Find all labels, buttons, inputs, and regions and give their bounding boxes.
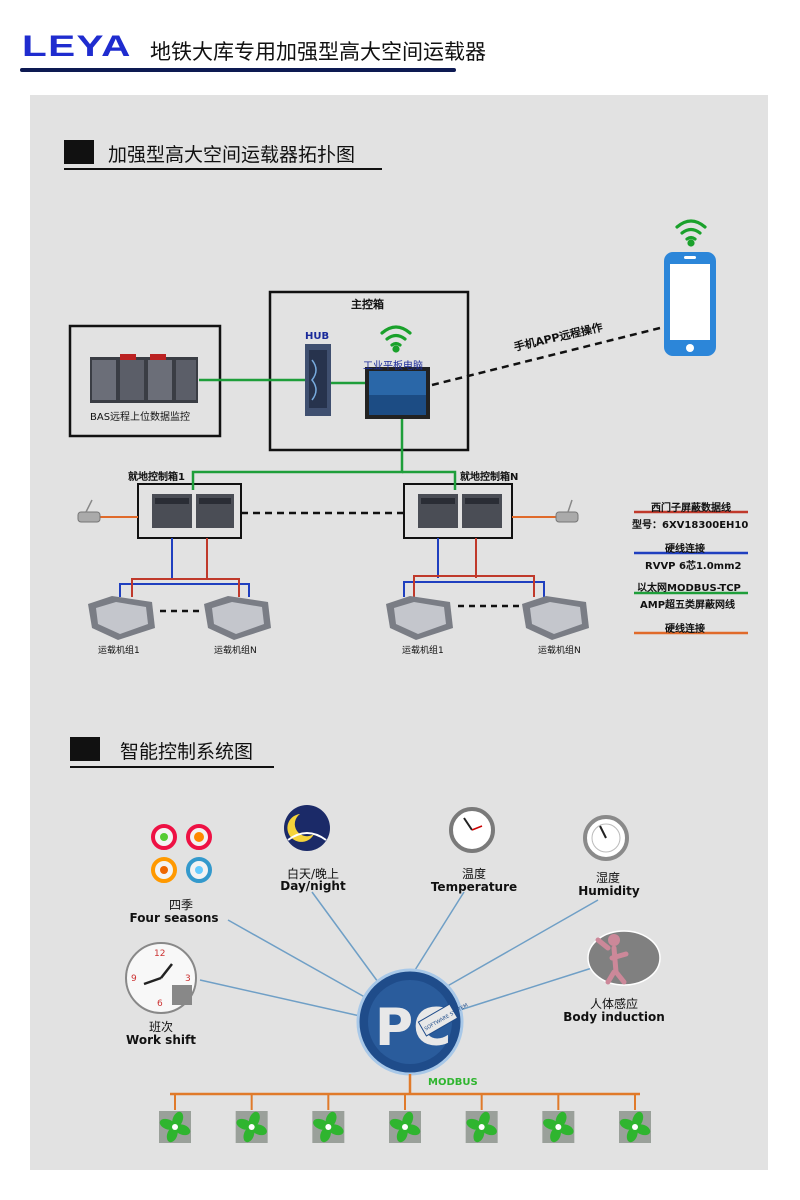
unit-wiring <box>119 538 545 597</box>
hub-label: HUB <box>305 331 330 342</box>
legend-item-sub: 型号：6XV18300EH10 <box>632 520 749 531</box>
local-box-n <box>403 483 513 539</box>
fan-icon <box>619 1111 651 1143</box>
conveyor-unit-icon <box>88 596 589 640</box>
section-marker <box>64 140 94 164</box>
work-shift-label-en: Work shift <box>126 1033 196 1047</box>
temperature-label-cn: 温度 <box>461 867 487 881</box>
work-shift-label-cn: 班次 <box>148 1020 174 1034</box>
svg-text:6: 6 <box>157 999 163 1009</box>
fan-icon <box>465 1111 498 1143</box>
control-section-title: 智能控制系统图 <box>120 741 254 763</box>
humidity-label-en: Humidity <box>578 884 640 898</box>
section-underline <box>64 168 382 170</box>
work-shift-clock-icon: 12 3 6 9 <box>125 942 197 1014</box>
topology-diagram <box>68 219 748 640</box>
unit-label: 运载机组N <box>214 646 257 656</box>
day-night-icon <box>284 805 330 851</box>
four-seasons-label-en: Four seasons <box>129 911 219 925</box>
input-connections <box>199 891 599 1017</box>
brand-logo: LEYA <box>22 30 132 63</box>
wifi-icon-tablet <box>380 325 412 353</box>
body-induction-icon <box>587 930 661 986</box>
wifi-icon-phone <box>675 219 707 247</box>
section-marker <box>70 737 100 761</box>
app-dashed-link <box>431 326 661 387</box>
industrial-tablet-icon <box>365 367 430 419</box>
legend-item-label: 硬线连接 <box>665 544 705 555</box>
svg-text:12: 12 <box>154 949 165 959</box>
day-night-label-en: Day/night <box>280 879 346 893</box>
legend-item-label: 以太网MODBUS-TCP <box>637 583 741 594</box>
fan-icon <box>312 1111 345 1143</box>
humidity-label-cn: 湿度 <box>595 871 621 885</box>
ethernet-lines <box>191 378 457 490</box>
day-night-label-cn: 白天/晚上 <box>286 867 340 881</box>
fan-icon <box>389 1111 421 1143</box>
four-seasons-label-cn: 四季 <box>168 898 194 912</box>
hub-device-icon <box>305 344 331 416</box>
four-seasons-icon <box>151 824 212 883</box>
fan-icon <box>542 1111 575 1143</box>
unit-label: 运载机组1 <box>402 646 444 656</box>
page-title: 地铁大库专用加强型高大空间运载器 <box>150 40 486 64</box>
humidity-gauge-icon <box>583 815 629 861</box>
fan-row <box>159 1094 651 1143</box>
fan-icon <box>159 1111 191 1143</box>
body-induction-label-cn: 人体感应 <box>589 997 639 1011</box>
unit-label: 运载机组N <box>538 646 581 656</box>
header-underline <box>20 68 456 72</box>
main-control-box <box>268 290 470 452</box>
local-box-n-label: 就地控制箱N <box>460 472 519 483</box>
topology-section-title: 加强型高大空间运载器拓扑图 <box>108 144 356 166</box>
bas-label: BAS远程上位数据监控 <box>90 412 191 423</box>
main-box-label: 主控箱 <box>351 298 384 311</box>
temperature-gauge-icon <box>449 807 495 853</box>
temperature-label-en: Temperature <box>430 880 518 894</box>
modbus-label: MODBUS <box>428 1077 478 1088</box>
mobile-phone-icon <box>664 252 716 356</box>
local-box-1 <box>137 483 242 539</box>
body-induction-label-en: Body induction <box>563 1010 665 1024</box>
pc-system-icon: PC SOFTWARE SYSTEM <box>356 968 469 1076</box>
sensor-icon <box>77 499 579 523</box>
legend-item-label: 硬线连接 <box>665 624 705 635</box>
server-rack-icon <box>90 354 198 403</box>
legend-item-sub: RVVP 6芯1.0mm2 <box>645 561 742 572</box>
unit-label: 运载机组1 <box>98 646 140 656</box>
legend-item-sub: AMP超五类屏蔽网线 <box>640 600 736 611</box>
legend-item-label: 西门子屏蔽数据线 <box>651 503 731 514</box>
section-underline <box>70 766 274 768</box>
legend-lines <box>634 510 748 635</box>
control-diagram: 12 3 6 9 PC SOFTWARE SYSTEM MODBUS <box>125 805 661 1143</box>
fan-icon <box>235 1111 268 1143</box>
svg-text:9: 9 <box>131 974 137 984</box>
plc-unit-icon <box>152 494 502 528</box>
local-box-1-label: 就地控制箱1 <box>128 472 185 483</box>
svg-text:3: 3 <box>185 974 191 984</box>
tablet-label: 工业平板电脑 <box>363 361 423 372</box>
